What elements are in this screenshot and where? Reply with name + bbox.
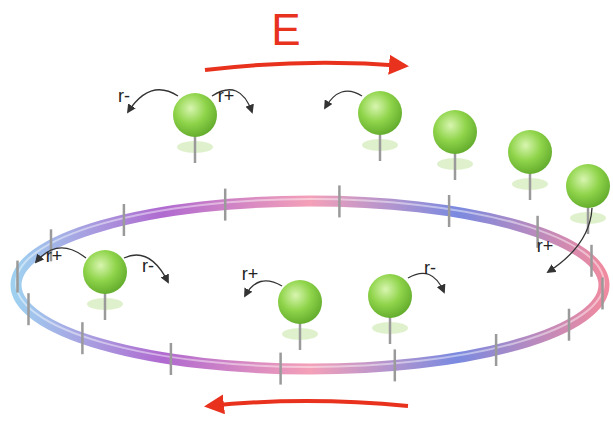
particle [433,110,477,180]
lattice-sites [18,185,603,384]
hop-arrows [36,90,592,296]
site-tick [568,309,571,341]
site-tick [224,189,227,221]
particle [278,280,322,350]
site-tick [123,204,126,236]
site-tick [394,349,397,381]
site-tick [27,293,30,325]
particle [368,274,412,344]
site-tick [16,261,19,293]
site-tick [338,185,341,217]
site-tick [495,334,498,366]
particle [83,250,127,320]
rate-label: r- [424,259,436,277]
rate-label: r- [118,87,130,105]
site-tick [81,322,84,354]
site-tick [279,353,282,385]
rate-label: r+ [46,247,63,265]
ring-highlight [16,199,604,367]
site-tick [170,343,173,375]
particle [358,91,402,161]
field-arrow [208,401,408,406]
rate-label: r- [142,257,154,275]
field-arrow [205,63,405,70]
particle [508,130,552,200]
particles [83,91,610,350]
site-tick [590,245,593,277]
site-tick [448,195,451,227]
field-label: E [271,8,300,52]
rate-label: r+ [218,87,235,105]
particle [566,164,610,234]
site-tick [601,277,604,309]
rate-label: r+ [537,237,554,255]
rate-label: r+ [242,265,259,283]
particle [173,93,217,163]
